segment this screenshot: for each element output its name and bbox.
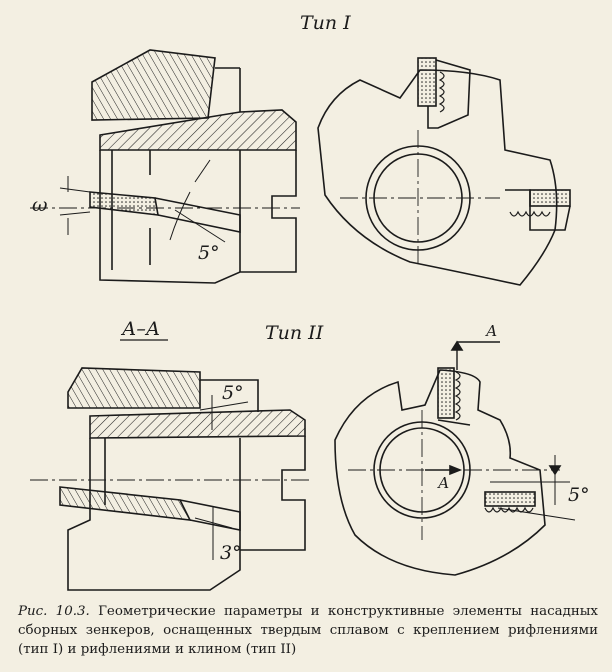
section-arrow-top	[456, 341, 500, 370]
type2-side-section	[30, 339, 310, 591]
caption-text: Геометрические параметры и конструктивны…	[18, 604, 598, 657]
type1-body-outline	[99, 150, 297, 284]
angle-5-right-label: 5°	[568, 484, 590, 506]
type1-side-section	[30, 49, 300, 284]
omega-label: ω	[32, 194, 48, 216]
type2-end-view	[334, 340, 576, 576]
arrow-a-center-label: А	[438, 474, 450, 492]
type2-wedge-holder	[67, 367, 201, 409]
type2-top-insert	[437, 367, 455, 419]
figure-caption: Рис. 10.3. Геометрические параметры и ко…	[18, 602, 598, 659]
caption-label: Рис. 10.3.	[18, 604, 90, 619]
type2-ring-body	[89, 409, 306, 439]
type1-wedge-holder	[91, 49, 216, 121]
arrow-a-top-label: А	[486, 322, 498, 340]
type1-title: Тип I	[300, 12, 351, 34]
type2-right-insert	[484, 491, 536, 507]
type2-end-outline	[334, 369, 546, 576]
angle-5-type1-label: 5°	[198, 242, 220, 264]
technical-drawing	[30, 49, 576, 591]
type1-end-view	[317, 57, 571, 286]
angle-3-label: 3°	[220, 542, 242, 564]
type1-top-insert	[417, 57, 437, 107]
type2-title: Тип II	[265, 322, 324, 344]
type1-end-outline	[317, 69, 558, 286]
type2-insert-blade	[59, 486, 192, 521]
type1-right-insert	[529, 189, 571, 207]
section-a-a-label: А–А	[122, 318, 161, 340]
angle-5-type2-top-label: 5°	[222, 382, 244, 404]
